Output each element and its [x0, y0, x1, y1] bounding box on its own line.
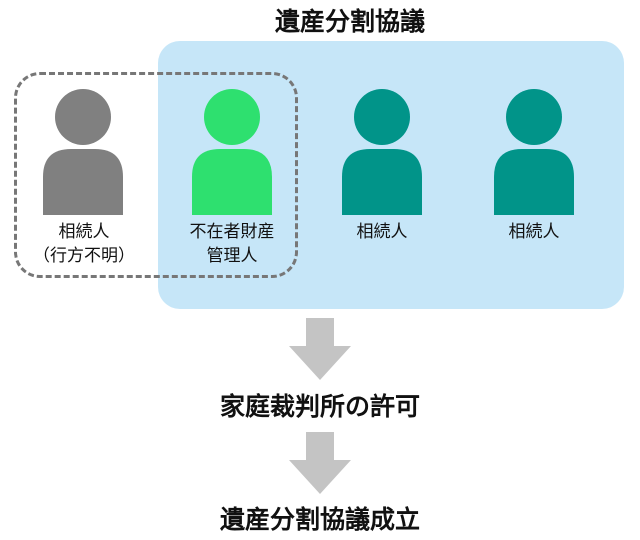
court-permission-step: 家庭裁判所の許可	[219, 392, 420, 421]
person-label: 相続人	[322, 220, 442, 244]
person-label: 不在者財産 管理人	[172, 220, 292, 268]
person-label: 相続人 （行方不明）	[24, 220, 144, 268]
agreement-concluded-step: 遺産分割協議成立	[219, 505, 420, 534]
person-icon	[188, 85, 276, 215]
person-icon	[338, 85, 426, 215]
person-note: （行方不明）	[33, 246, 135, 266]
person-label: 相続人	[474, 220, 594, 244]
person-role: 不在者財産	[189, 222, 275, 242]
person-role: 相続人	[356, 222, 408, 242]
down-arrow-icon	[289, 318, 351, 384]
person-role-line2: 管理人	[206, 246, 258, 266]
person-icon	[490, 85, 578, 215]
person-icon	[39, 85, 127, 215]
down-arrow-icon	[289, 432, 351, 498]
top-title: 遺産分割協議	[274, 7, 425, 36]
missing-heir-group-outline	[14, 72, 298, 278]
person-role: 相続人	[58, 222, 110, 242]
person-role: 相続人	[508, 222, 560, 242]
